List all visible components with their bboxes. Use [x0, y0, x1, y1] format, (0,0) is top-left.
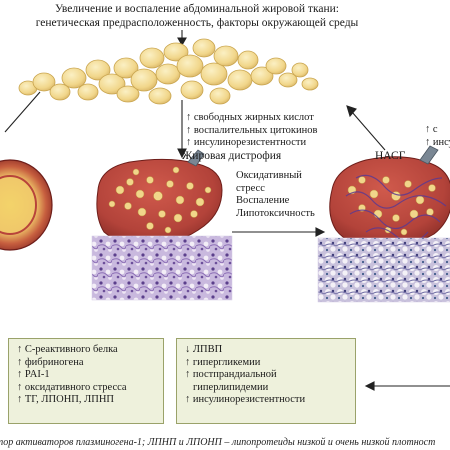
mechanism-item: Липотоксичность — [236, 207, 315, 219]
effect-item: ↑ инсулинорезистентности — [186, 137, 307, 148]
risk-item: ↑ С-реактивного белка — [17, 344, 118, 355]
risk-item: ↑ гипергликемии — [185, 356, 261, 368]
right-effects-list: ↑ с ↑ инсу — [425, 124, 450, 149]
mechanism-item: стресс — [236, 182, 265, 194]
liver-steatosis — [96, 149, 223, 247]
liver-nash — [329, 145, 450, 249]
risk-markers-box-left: ↑ С-реактивного белка ↑ фибриногена ↑ PA… — [8, 338, 164, 424]
footnote: тор активаторов плазминогена-1; ЛПНП и Л… — [0, 437, 436, 448]
risk-item: ↑ постпрандиальной — [185, 369, 277, 380]
risk-item: ↑ фибриногена — [17, 356, 84, 368]
risk-item: ↑ инсулинорезистентности — [185, 394, 306, 405]
risk-markers-list-left: ↑ С-реактивного белка ↑ фибриногена ↑ PA… — [9, 339, 163, 412]
effect-item: ↑ свободных жирных кислот — [186, 112, 314, 123]
mechanism-item: Оксидативный — [236, 170, 302, 181]
risk-item: гиперлипидемии — [193, 381, 269, 393]
risk-item: ↑ PAI-1 — [17, 369, 50, 380]
stage-label-steatosis: Жировая дистрофия — [182, 150, 282, 162]
effect-item: ↑ инсу — [425, 136, 450, 148]
micrograph-nash — [317, 237, 450, 303]
risk-item: ↑ оксидативного стресса — [17, 381, 127, 393]
mechanisms-list: Оксидативный стресс Воспаление Липотокси… — [236, 170, 315, 220]
mechanism-item: Воспаление — [236, 195, 290, 206]
center-effects-list: ↑ свободных жирных кислот ↑ воспалительн… — [186, 112, 317, 150]
artery-cross-section — [0, 159, 53, 251]
risk-item: ↓ ЛПВП — [185, 344, 223, 355]
risk-markers-box-right: ↓ ЛПВП ↑ гипергликемии ↑ постпрандиально… — [176, 338, 356, 424]
micrograph-steatosis — [91, 235, 233, 301]
stage-label-nash: НАСГ — [375, 150, 406, 162]
header-line-1: Увеличение и воспаление абдоминальной жи… — [55, 3, 339, 15]
risk-markers-list-right: ↓ ЛПВП ↑ гипергликемии ↑ постпрандиально… — [177, 339, 355, 412]
risk-item: ↑ ТГ, ЛПОНП, ЛПНП — [17, 394, 114, 405]
effect-item: ↑ с — [425, 124, 438, 135]
fat-tissue-cluster — [18, 38, 319, 105]
effect-item: ↑ воспалительных цитокинов — [186, 124, 318, 136]
header-line-2: генетическая предрасположенность, фактор… — [35, 17, 359, 29]
